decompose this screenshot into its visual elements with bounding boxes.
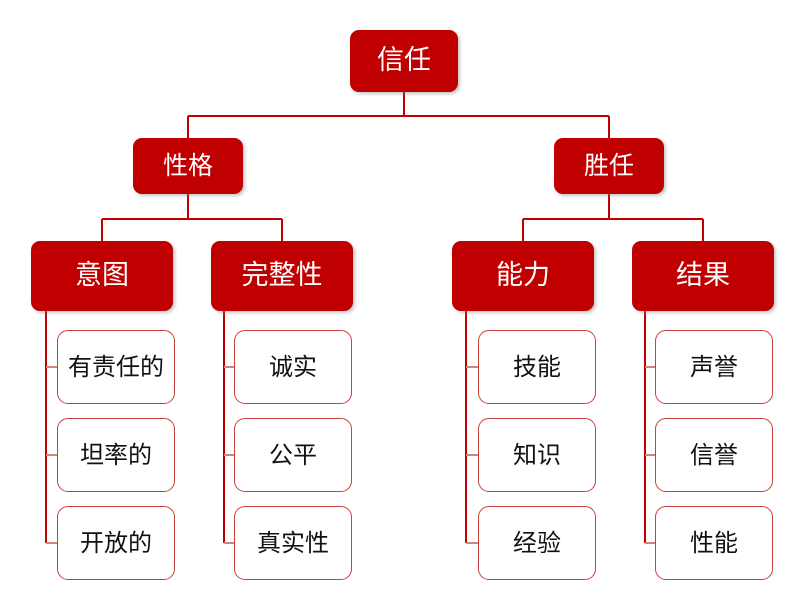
node-leaf-performance[interactable]: 性能	[655, 506, 773, 580]
node-level3-intent[interactable]: 意图	[31, 241, 173, 311]
node-level3-results[interactable]: 结果	[632, 241, 774, 311]
node-leaf-candid[interactable]: 坦率的	[57, 418, 175, 492]
node-leaf-accountable[interactable]: 有责任的	[57, 330, 175, 404]
node-level2-competence[interactable]: 胜任	[554, 138, 664, 194]
node-leaf-experience[interactable]: 经验	[478, 506, 596, 580]
node-leaf-skills[interactable]: 技能	[478, 330, 596, 404]
node-leaf-knowledge[interactable]: 知识	[478, 418, 596, 492]
node-root-trust[interactable]: 信任	[350, 30, 458, 92]
node-leaf-honest[interactable]: 诚实	[234, 330, 352, 404]
node-leaf-fair[interactable]: 公平	[234, 418, 352, 492]
node-leaf-reputation[interactable]: 声誉	[655, 330, 773, 404]
node-level3-integrity[interactable]: 完整性	[211, 241, 353, 311]
node-leaf-open[interactable]: 开放的	[57, 506, 175, 580]
node-level3-capability[interactable]: 能力	[452, 241, 594, 311]
node-leaf-authenticity[interactable]: 真实性	[234, 506, 352, 580]
node-leaf-credibility[interactable]: 信誉	[655, 418, 773, 492]
node-level2-character[interactable]: 性格	[133, 138, 243, 194]
